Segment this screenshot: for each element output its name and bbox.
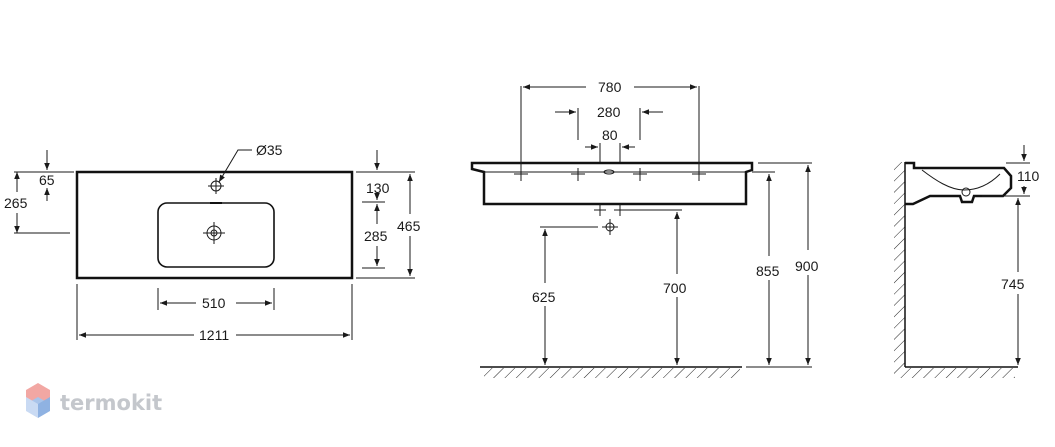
dim-780: 780 — [598, 79, 622, 95]
front-view: 780 280 80 625 700 855 900 — [470, 79, 819, 378]
drain-side — [961, 187, 971, 197]
dim-265: 265 — [4, 195, 28, 211]
side-view: 110 745 — [894, 145, 1040, 378]
dim-465: 465 — [397, 218, 421, 234]
floor-hatch-side — [905, 368, 1015, 378]
termokit-watermark: termokit — [26, 383, 162, 418]
basin-outline — [75, 170, 354, 280]
dim-65: 65 — [39, 172, 55, 188]
dim-280: 280 — [597, 104, 621, 120]
bowl-section — [921, 169, 1001, 191]
drain — [203, 222, 225, 244]
dim-110: 110 — [1017, 168, 1040, 184]
diameter-leader — [218, 149, 252, 183]
dim-855: 855 — [756, 263, 780, 279]
diameter-label: Ø35 — [256, 142, 283, 158]
wall-hatch — [894, 162, 905, 378]
dim-510: 510 — [202, 295, 226, 311]
basin-side-profile — [905, 161, 1013, 206]
watermark-text: termokit — [60, 391, 162, 415]
termokit-logo-icon — [26, 383, 50, 418]
dim-1211: 1211 — [199, 327, 229, 343]
drain-markers — [594, 204, 626, 235]
floor-hatch — [484, 368, 740, 378]
basin-front-profile — [470, 161, 754, 206]
overflow — [603, 169, 615, 175]
top-view: Ø35 65 265 130 285 465 510 1211 — [4, 142, 421, 343]
dim-625: 625 — [532, 289, 556, 305]
tap-hole — [208, 178, 224, 194]
dim-80: 80 — [602, 127, 618, 143]
dim-285: 285 — [364, 228, 388, 244]
dim-130: 130 — [366, 180, 390, 196]
dim-900: 900 — [795, 258, 819, 274]
dim-700: 700 — [663, 280, 687, 296]
dim-745: 745 — [1001, 276, 1025, 292]
tap-position-markers — [514, 168, 706, 181]
